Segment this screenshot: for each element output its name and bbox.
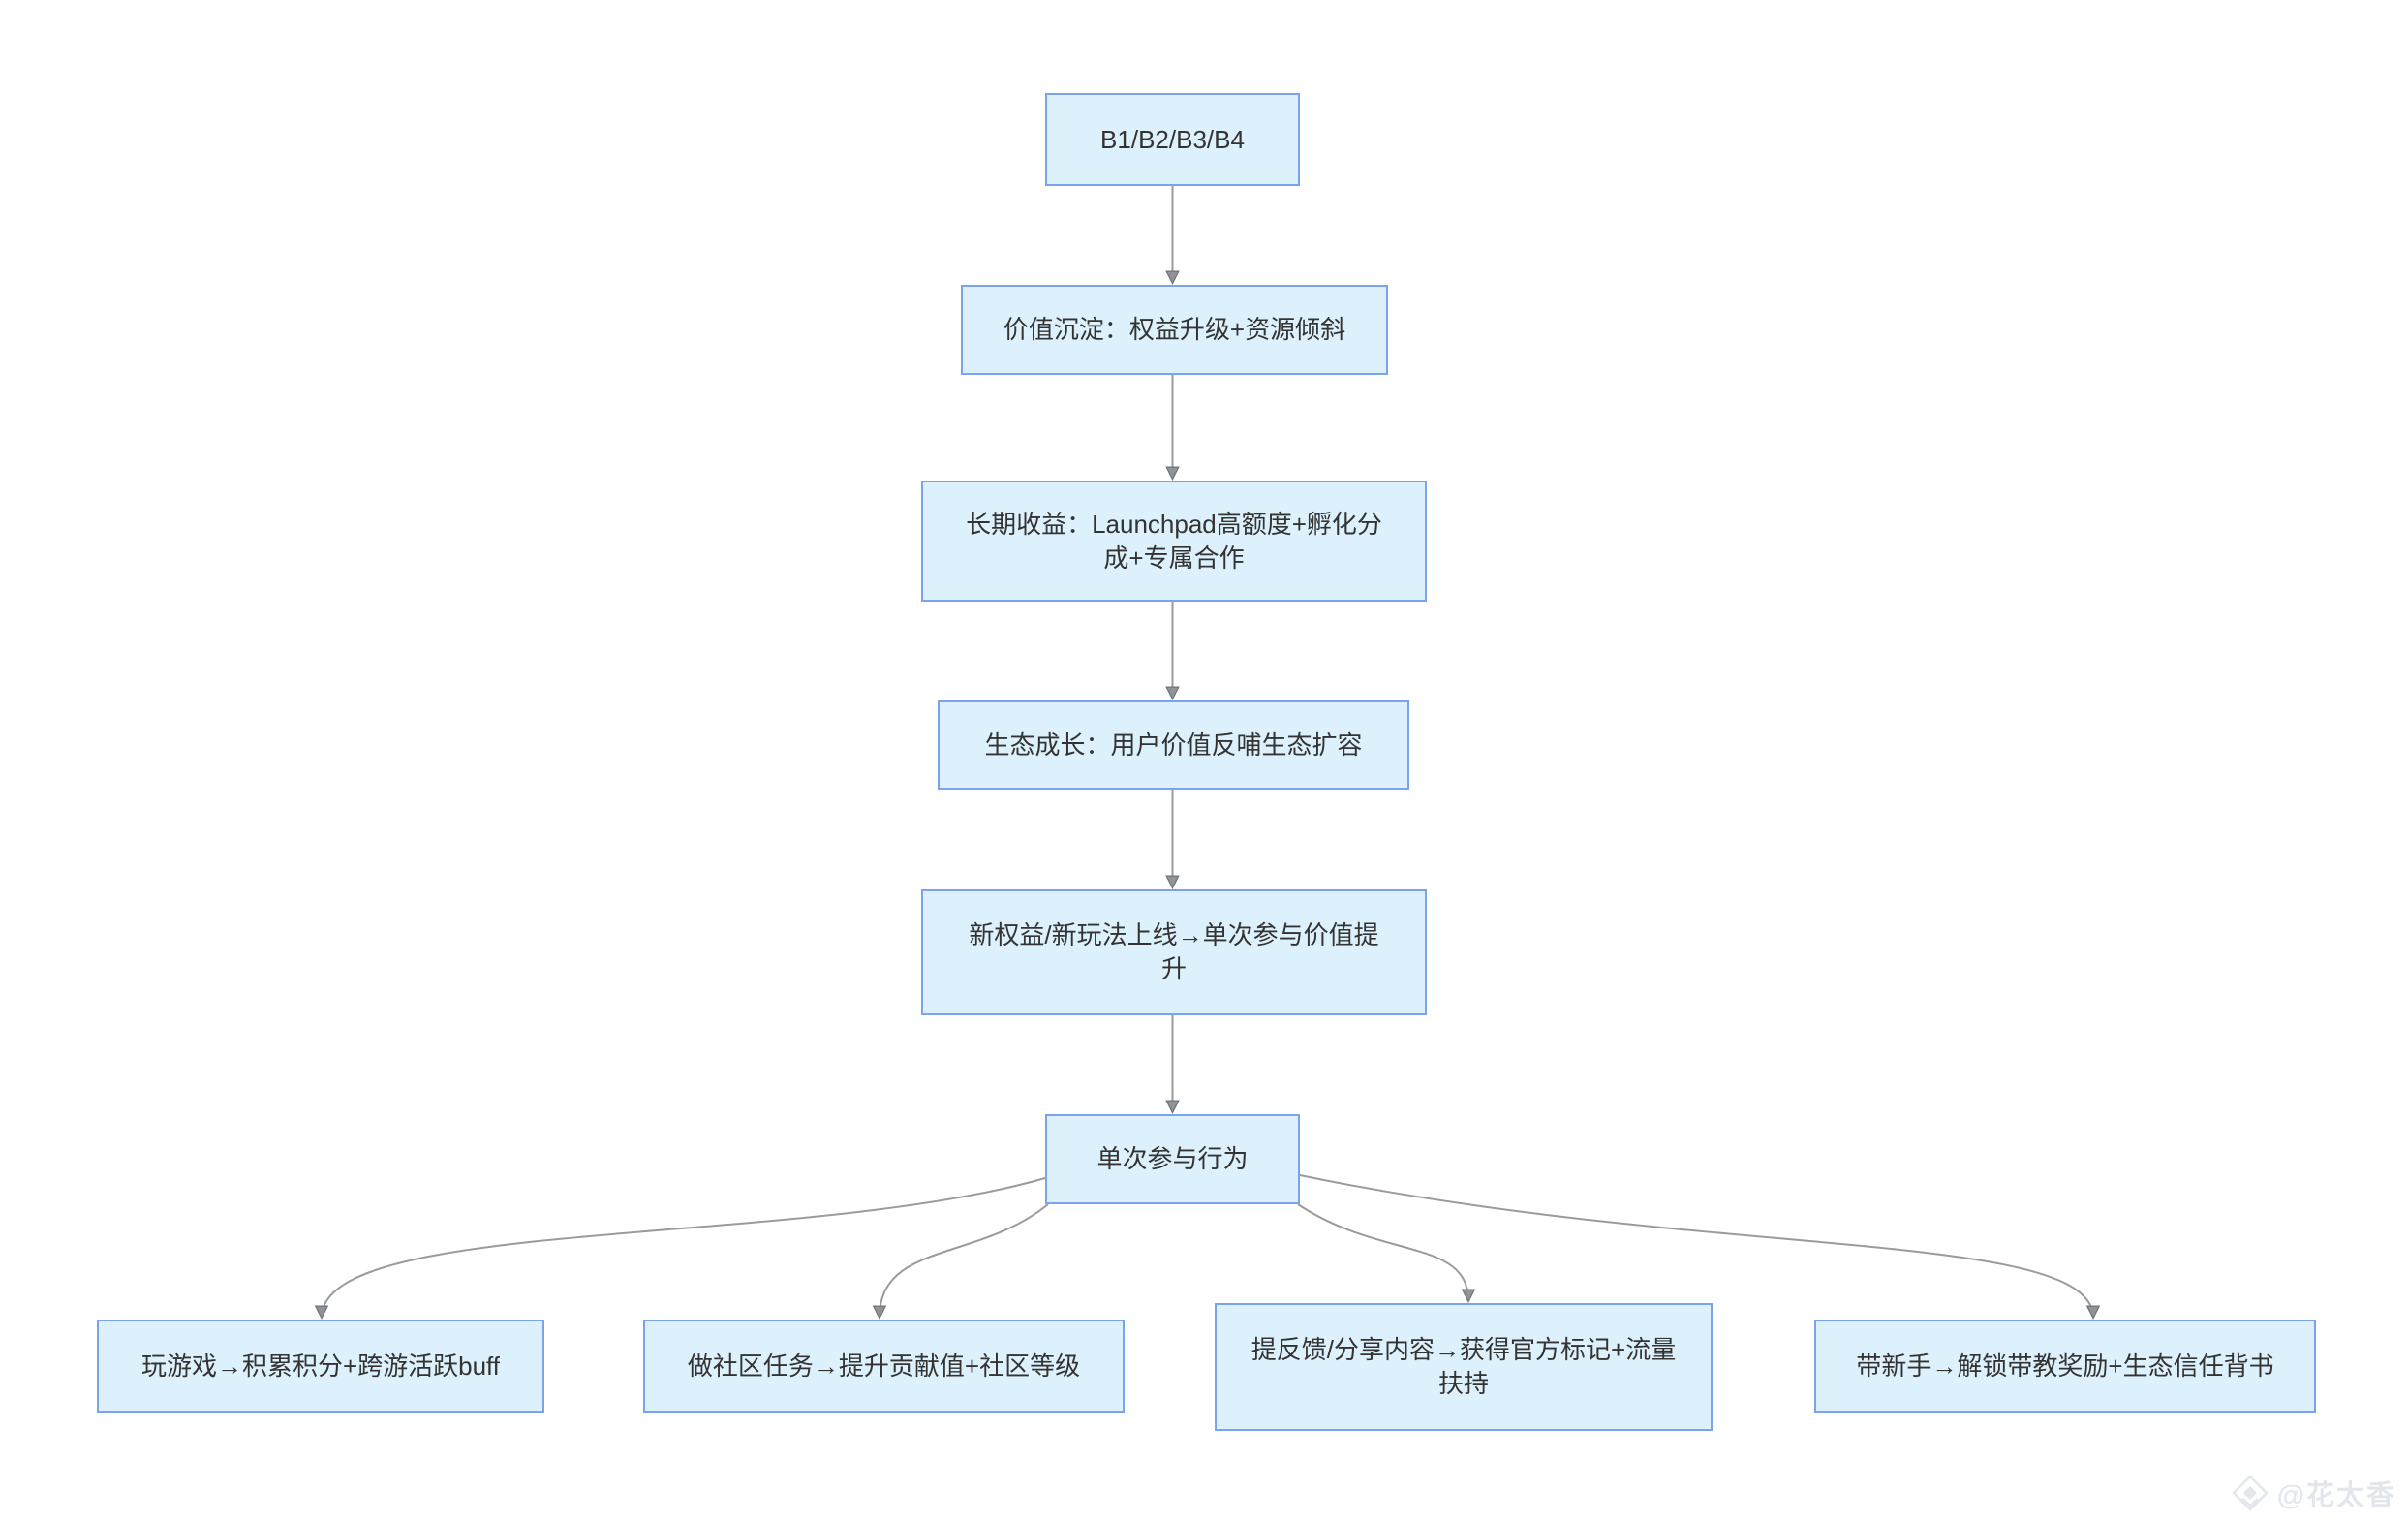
node-long-term: 长期收益：Launchpad高额度+孵化分成+专属合作: [921, 481, 1427, 602]
node-feedback-share: 提反馈/分享内容→获得官方标记+流量扶持: [1215, 1303, 1713, 1431]
node-play-games: 玩游戏→积累积分+跨游活跃buff: [97, 1320, 544, 1413]
edge-single-to-task: [872, 1203, 1049, 1321]
node-eco-growth: 生态成长：用户价值反哺生态扩容: [938, 700, 1409, 790]
watermark: @花太香: [2231, 1473, 2396, 1513]
node-community-tasks: 做社区任务→提升贡献值+社区等级: [643, 1320, 1125, 1413]
edge-single-to-mentor: [1299, 1174, 2101, 1321]
node-value-settle: 价值沉淀：权益升级+资源倾斜: [961, 285, 1388, 375]
node-tiers: B1/B2/B3/B4: [1045, 93, 1300, 186]
node-mentor-newbies: 带新手→解锁带教奖励+生态信任背书: [1814, 1320, 2316, 1413]
gem-icon: [2231, 1474, 2269, 1512]
watermark-handle: @花太香: [2276, 1480, 2396, 1511]
node-new-benefits: 新权益/新玩法上线→单次参与价值提升: [921, 889, 1427, 1015]
edge-single-to-feedback: [1297, 1203, 1476, 1304]
node-single-action: 单次参与行为: [1045, 1114, 1300, 1204]
edge-single-to-play: [314, 1177, 1046, 1321]
